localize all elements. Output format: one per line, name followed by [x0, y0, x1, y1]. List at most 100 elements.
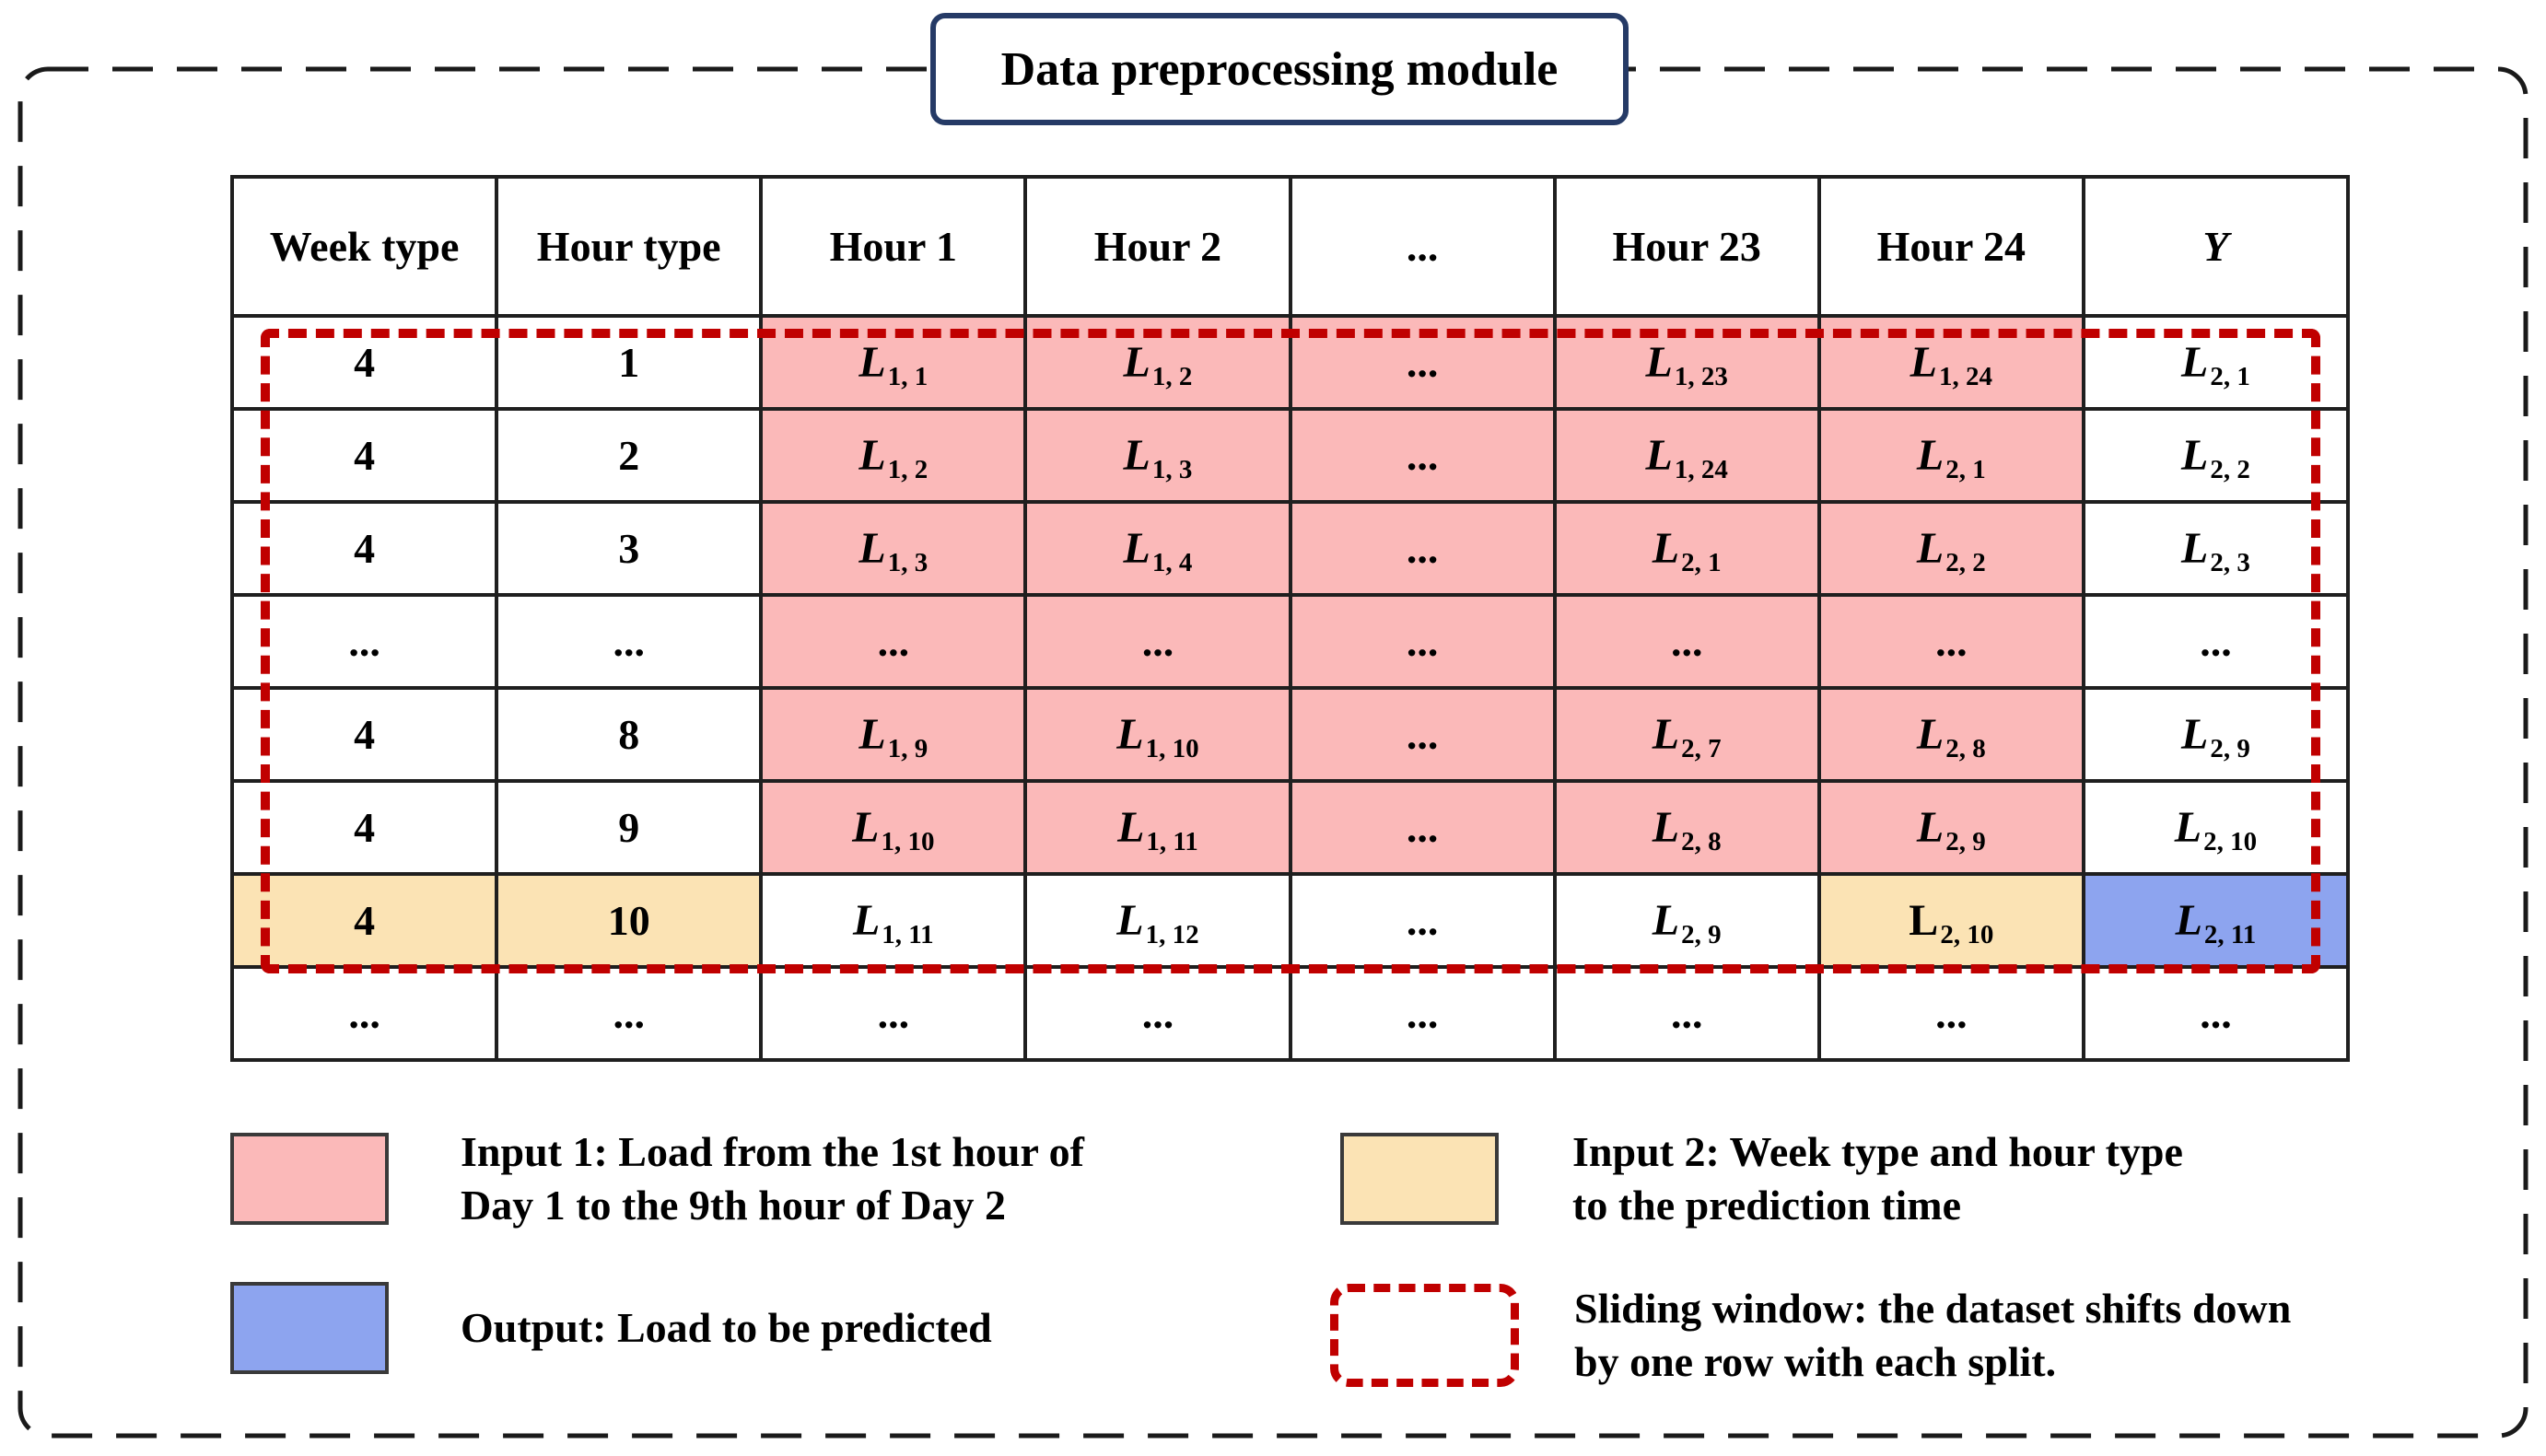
table-cell: L1, 2: [759, 407, 1028, 504]
table-cell: L1, 11: [759, 872, 1028, 969]
legend-item: Input 1: Load from the 1st hour of Day 1 …: [230, 1125, 1084, 1232]
load-symbol-subscript: 1, 10: [881, 827, 935, 857]
table-cell: 4: [229, 779, 499, 876]
table-cell: ...: [1552, 593, 1821, 690]
load-symbol-subscript: 2, 10: [2203, 827, 2258, 857]
cell-value: ...: [1406, 897, 1439, 944]
load-symbol: L: [2181, 524, 2209, 573]
load-symbol: L: [1652, 524, 1680, 573]
cell-value: 4: [354, 711, 376, 758]
table-cell: L2, 2: [2081, 407, 2351, 504]
table-cell: 4: [229, 500, 499, 597]
table-cell: L2, 9: [1552, 872, 1821, 969]
cell-value: ...: [1141, 618, 1174, 665]
table-cell: ...: [2081, 593, 2351, 690]
table-row: ........................: [229, 593, 2351, 690]
table-cell: L2, 2: [1816, 500, 2085, 597]
column-header: Hour 23: [1552, 175, 1821, 318]
load-symbol-subscript: 1, 2: [1151, 362, 1193, 392]
load-symbol: L: [2181, 431, 2209, 480]
table-cell: L1, 10: [759, 779, 1028, 876]
cell-value: 3: [618, 525, 640, 572]
table-cell: L1, 10: [1023, 686, 1292, 783]
cell-value: ...: [348, 618, 380, 665]
table-cell: L2, 7: [1552, 686, 1821, 783]
table-cell: 1: [495, 314, 764, 411]
table-cell: L2, 10: [1816, 872, 2085, 969]
column-header-label: ...: [1406, 223, 1439, 270]
table-cell: ...: [1816, 593, 2085, 690]
legend-text-line: Input 1: Load from the 1st hour of: [461, 1128, 1084, 1175]
table-cell: 4: [229, 872, 499, 969]
table-cell: L1, 23: [1552, 314, 1821, 411]
table-cell: ...: [1288, 779, 1557, 876]
table-cell: ...: [229, 965, 499, 1062]
load-symbol: L: [1116, 710, 1144, 759]
load-symbol: L: [1645, 431, 1673, 480]
column-header: ...: [1288, 175, 1557, 318]
load-symbol-subscript: 1, 12: [1145, 920, 1199, 950]
cell-value: ...: [1406, 618, 1439, 665]
column-header: Hour 2: [1023, 175, 1292, 318]
table-cell: 10: [495, 872, 764, 969]
table-cell: 8: [495, 686, 764, 783]
load-symbol-subscript: 2, 9: [2210, 734, 2250, 764]
table-cell: ...: [229, 593, 499, 690]
load-symbol: L: [1916, 710, 1945, 759]
load-symbol-subscript: 2, 8: [1681, 827, 1722, 857]
load-symbol-subscript: 1, 10: [1145, 734, 1199, 764]
table-cell: 4: [229, 407, 499, 504]
sliding-window-swatch: [1330, 1283, 1519, 1387]
table-cell: L1, 2: [1023, 314, 1292, 411]
table-cell: ...: [495, 593, 764, 690]
column-header: Week type: [229, 175, 499, 318]
table-cell: L1, 1: [759, 314, 1028, 411]
cell-value: ...: [1406, 990, 1439, 1037]
table-cell: ...: [2081, 965, 2351, 1062]
legend-text-line: to the prediction time: [1572, 1181, 1962, 1229]
load-symbol-subscript: 1, 1: [887, 362, 928, 392]
legend-text: Input 1: Load from the 1st hour of Day 1 …: [461, 1125, 1084, 1232]
legend-text-line: Day 1 to the 9th hour of Day 2: [461, 1181, 1007, 1229]
load-symbol-subscript: 1, 3: [1151, 455, 1193, 485]
cell-value: 10: [607, 897, 650, 944]
table-cell: 3: [495, 500, 764, 597]
table-cell: L2, 8: [1552, 779, 1821, 876]
module-title-box: Data preprocessing module: [930, 13, 1629, 125]
load-symbol-subscript: 2, 8: [1945, 734, 1986, 764]
cell-value: ...: [1406, 804, 1439, 851]
column-header-label: Hour type: [536, 223, 721, 270]
cell-value: 4: [354, 525, 376, 572]
legend-text-line: Sliding window: the dataset shifts down: [1574, 1285, 2292, 1332]
load-symbol-subscript: 1, 24: [1674, 455, 1728, 485]
table-cell: L1, 4: [1023, 500, 1292, 597]
load-symbol-subscript: 1, 2: [887, 455, 928, 485]
legend-text: Output: Load to be predicted: [461, 1301, 992, 1355]
table-cell: ...: [1023, 965, 1292, 1062]
table-cell: L1, 3: [759, 500, 1028, 597]
cell-value: ...: [1935, 990, 1968, 1037]
load-symbol: L: [1916, 524, 1945, 573]
load-symbol: L: [2175, 896, 2202, 945]
load-symbol: L: [1117, 803, 1145, 852]
column-header-label: Week type: [269, 223, 460, 270]
load-symbol-subscript: 2, 9: [1681, 920, 1722, 950]
cell-value: 2: [618, 432, 640, 479]
load-symbol: L: [2181, 338, 2209, 387]
table-cell: ...: [1288, 314, 1557, 411]
load-symbol-subscript: 1, 11: [1146, 827, 1198, 857]
table-cell: L2, 1: [1552, 500, 1821, 597]
load-symbol-subscript: 2, 2: [1945, 548, 1986, 578]
load-symbol: L: [1652, 803, 1680, 852]
table-cell: ...: [759, 965, 1028, 1062]
input2-color-swatch: [1340, 1132, 1499, 1225]
table-cell: L1, 9: [759, 686, 1028, 783]
column-header: Hour 1: [759, 175, 1028, 318]
